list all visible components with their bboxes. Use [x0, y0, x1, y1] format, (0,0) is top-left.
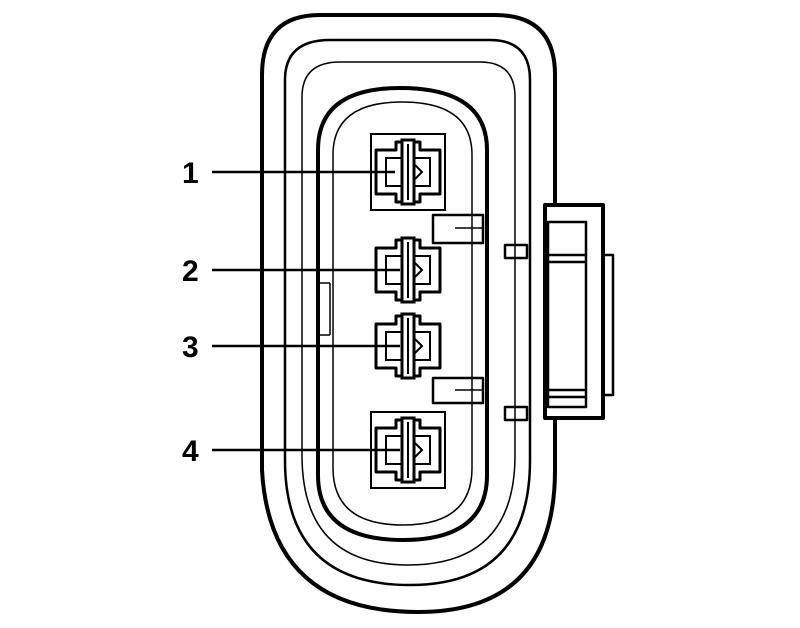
pin-2-label: 2 — [182, 255, 199, 288]
pin-4-terminal — [370, 411, 446, 489]
pin-4-label: 4 — [182, 435, 199, 468]
pin-cavity-inner — [332, 101, 473, 526]
pin-3-label: 3 — [182, 331, 199, 364]
pin-1-label: 1 — [182, 157, 199, 190]
coding-keys — [320, 213, 529, 422]
connector-housing-inner-1 — [283, 38, 532, 587]
pin-cavity — [316, 86, 489, 542]
connector-housing-inner-2 — [301, 61, 516, 566]
locking-tab — [545, 203, 615, 420]
pin-2-terminal — [374, 236, 442, 304]
pin-1-terminal — [370, 133, 446, 211]
connector-housing-outer — [260, 13, 557, 614]
pin-3-terminal — [374, 312, 442, 380]
